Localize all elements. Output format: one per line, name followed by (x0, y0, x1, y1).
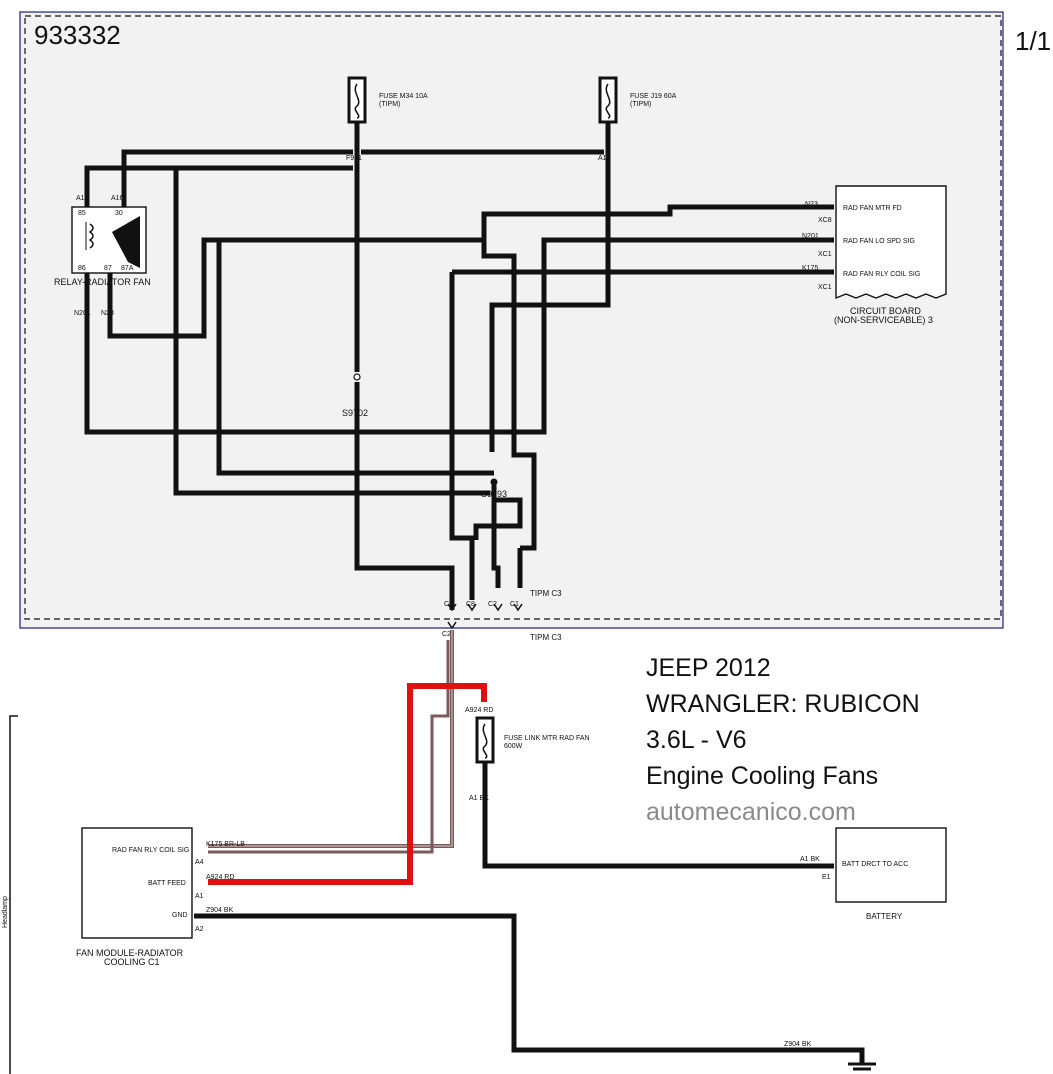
cb-wire-2: N201 (802, 233, 819, 240)
fuse-m34-label: FUSE M34 10A (379, 93, 428, 100)
fuse-j19: FUSE J19 60A (TIPM) A16 (598, 76, 677, 162)
fan-signal-3: GND (172, 912, 188, 919)
conn-pin-3: C2 (488, 601, 497, 608)
relay-pin-85: 85 (78, 210, 86, 217)
fuse-link-wire-out: A1 BK (469, 795, 489, 802)
vehicle-model: WRANGLER: RUBICON (646, 690, 920, 718)
battery-pin: E1 (822, 874, 831, 881)
splice-s9993-node (490, 478, 498, 486)
fan-signal-2: BATT FEED (148, 880, 186, 887)
page-number: 1/1 (1015, 26, 1051, 56)
fan-pin-1: A4 (195, 859, 204, 866)
tipm-wires (84, 122, 834, 610)
splice-s9993: S9993 (481, 489, 507, 499)
wire-k175 (208, 630, 454, 848)
fan-module: RAD FAN RLY COIL SIG BATT FEED GND A4 A1… (76, 827, 245, 967)
fuse-m34: FUSE M34 10A (TIPM) F921 (346, 76, 428, 162)
battery: BATT DRCT TO ACC A1 BK E1 BATTERY (800, 827, 947, 921)
cb-pin-2: XC1 (818, 251, 832, 258)
fuse-link-label: FUSE LINK MTR RAD FAN (504, 735, 590, 742)
splice-s9702: S9702 (342, 408, 368, 418)
fuse-link-sub: 600W (504, 743, 523, 750)
vehicle-title-block: JEEP 2012 WRANGLER: RUBICON 3.6L - V6 En… (646, 654, 920, 826)
side-label: Headlamp (2, 896, 9, 928)
wire-k175-inner (208, 640, 450, 854)
wire-a924 (208, 683, 487, 885)
fan-wire-3: Z904 BK (206, 907, 234, 914)
side-bracket (9, 715, 18, 1074)
fan-signal-1: RAD FAN RLY COIL SIG (112, 847, 189, 854)
cb-name-1: CIRCUIT BOARD (850, 306, 921, 316)
tipm-c3-upper: TIPM C3 (530, 589, 562, 598)
splice-s9702-node (353, 373, 361, 381)
relay-radiator-fan: A18 A16 85 30 86 87 87A RELAY-RADIATOR F… (54, 195, 151, 317)
fan-name-1: FAN MODULE-RADIATOR (76, 948, 184, 958)
fan-pin-3: A2 (195, 926, 204, 933)
cb-name-2: (NON-SERVICEABLE) 3 (834, 315, 933, 325)
vehicle-engine: 3.6L - V6 (646, 726, 747, 754)
relay-pin-30: 30 (115, 210, 123, 217)
fuse-m34-sub: (TIPM) (379, 101, 400, 108)
relay-wire-n201: N201 (74, 310, 91, 317)
conn-pin-1: C2 (444, 601, 453, 608)
fuse-link-wire-in: A924 RD (465, 707, 493, 714)
fan-pin-2: A1 (195, 893, 204, 900)
vehicle-make-year: JEEP 2012 (646, 654, 771, 682)
relay-pin-a18: A18 (76, 195, 89, 202)
circuit-board: RAD FAN MTR FD RAD FAN LO SPD SIG RAD FA… (802, 185, 947, 325)
relay-pin-86: 86 (78, 265, 86, 272)
relay-pin-87a: 87A (121, 265, 134, 272)
cb-pin-1: XC8 (818, 217, 832, 224)
cb-signal-1: RAD FAN MTR FD (843, 205, 902, 212)
battery-name: BATTERY (866, 912, 903, 921)
conn-lower-pin: C2 (442, 631, 451, 638)
diagram-id: 933332 (34, 20, 121, 50)
cb-wire-3: K175 (802, 265, 818, 272)
fuse-m34-pin: F921 (346, 155, 362, 162)
relay-pin-a16: A16 (111, 195, 124, 202)
fan-wire-1: K175 BR-LB (206, 841, 245, 848)
relay-pin-87: 87 (104, 265, 112, 272)
battery-signal: BATT DRCT TO ACC (842, 861, 908, 868)
fan-name-2: COOLING C1 (104, 957, 160, 967)
conn-pin-2: C8 (466, 601, 475, 608)
ground-icon (848, 1062, 876, 1071)
relay-wire-n23: N23 (101, 310, 114, 317)
fan-wire-2: A924 RD (206, 874, 234, 881)
battery-wire: A1 BK (800, 856, 820, 863)
ground-wire-label: Z904 BK (784, 1041, 812, 1048)
fuse-j19-sub: (TIPM) (630, 101, 651, 108)
wire-z904 (194, 913, 865, 1064)
cb-pin-3: XC1 (818, 284, 832, 291)
fuse-link: A924 RD FUSE LINK MTR RAD FAN 600W A1 BK (465, 707, 590, 802)
fuse-j19-pin: A16 (598, 155, 611, 162)
relay-name: RELAY-RADIATOR FAN (54, 277, 151, 287)
cb-signal-3: RAD FAN RLY COIL SIG (843, 271, 920, 278)
cb-signal-2: RAD FAN LO SPD SIG (843, 238, 915, 245)
vehicle-system: Engine Cooling Fans (646, 762, 878, 790)
fuse-j19-label: FUSE J19 60A (630, 93, 677, 100)
tipm-c3-lower: TIPM C3 (530, 633, 562, 642)
vehicle-site: automecanico.com (646, 798, 856, 826)
tipm-connector: C2 C8 C2 C1 TIPM C3 C2 TIPM C3 (442, 589, 562, 642)
conn-pin-4: C1 (510, 601, 519, 608)
